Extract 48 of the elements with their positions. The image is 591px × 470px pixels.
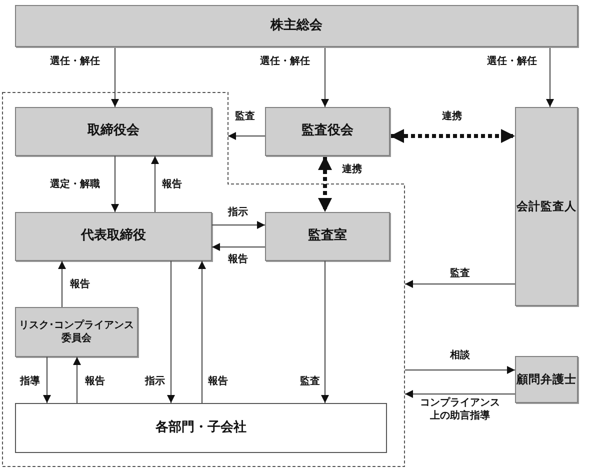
dotted-double-arrow xyxy=(318,156,332,212)
arrow xyxy=(321,46,329,108)
arrow xyxy=(151,156,159,212)
edge-label: 監査 xyxy=(299,376,321,388)
dashed-boundary xyxy=(2,92,405,467)
arrow xyxy=(404,280,516,288)
accounting-auditor-box: 会計監査人 xyxy=(515,107,578,306)
edge-label: 報告 xyxy=(227,254,249,266)
edge-label: 相談 xyxy=(449,350,471,362)
auditor-board-box: 監査役会 xyxy=(265,107,390,156)
edge-label: 報告 xyxy=(207,376,229,388)
arrow xyxy=(321,260,329,404)
lawyer-box: 顧問弁護士 xyxy=(515,356,578,403)
edge-label: 報告 xyxy=(69,278,91,292)
edge-label: 指示 xyxy=(144,376,166,388)
arrow xyxy=(167,260,175,404)
arrow xyxy=(228,132,266,140)
dotted-double-arrow xyxy=(390,129,515,143)
arrow xyxy=(111,156,119,212)
arrow xyxy=(58,260,66,308)
edge-label: 選任・解任 xyxy=(259,56,311,68)
edge-label: コンプライアンス上の助言指導 xyxy=(418,398,502,422)
edge-label: 報告 xyxy=(84,376,106,388)
arrow xyxy=(546,46,554,108)
arrow xyxy=(198,260,206,404)
edge-label: 監査 xyxy=(234,110,256,124)
edge-label: 報告 xyxy=(161,178,183,192)
arrow xyxy=(212,243,266,251)
arrow xyxy=(404,366,516,374)
arrow xyxy=(73,356,81,404)
edge-label: 選任・解任 xyxy=(49,56,101,68)
edge-label: 指示 xyxy=(227,206,249,220)
edge-label: 監査 xyxy=(449,268,471,280)
edge-label: 連携 xyxy=(341,164,363,176)
arrow xyxy=(43,356,51,404)
edge-label: 選定・解職 xyxy=(49,178,101,192)
edge-label: 選任・解任 xyxy=(486,56,538,68)
edge-label: 指導 xyxy=(19,376,41,388)
audit-office-box: 監査室 xyxy=(265,212,390,261)
meeting-box: 株主総会 xyxy=(15,5,578,47)
arrow xyxy=(404,390,516,398)
board-box: 取締役会 xyxy=(15,107,212,156)
edge-label: 連携 xyxy=(441,110,463,124)
arrow xyxy=(212,221,266,229)
representative-box: 代表取締役 xyxy=(15,212,212,261)
committee-box: リスク･コンプライアンス委員会 xyxy=(15,307,138,357)
departments-box: 各部門・子会社 xyxy=(15,403,387,453)
arrow xyxy=(111,46,119,108)
